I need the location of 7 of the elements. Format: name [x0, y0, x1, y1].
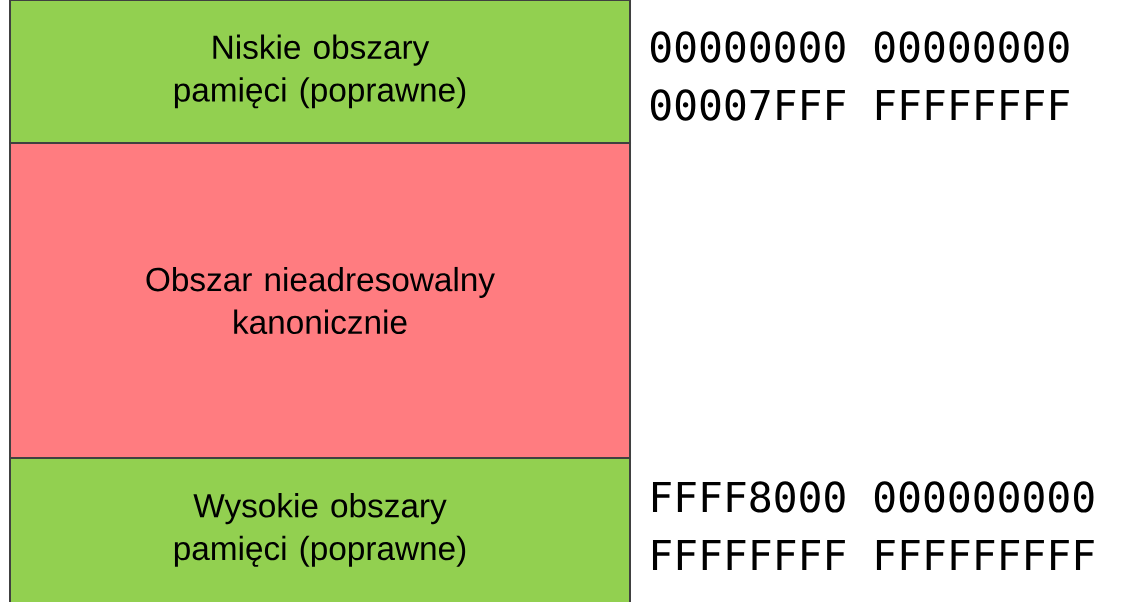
address-label: FFFF8000 000000000 [653, 481, 1094, 513]
address-label: 00007FFF FFFFFFFF [650, 89, 1069, 121]
memory-region-band: Wysokie obszary pamięci (poprawne) [9, 457, 631, 602]
address-label: FFFFFFFF FFFFFFFFF [653, 539, 1094, 571]
memory-region-band: Niskie obszary pamięci (poprawne) [9, 0, 631, 144]
address-label: 00000000 00000000 [650, 31, 1069, 63]
memory-region-band: Obszar nieadresowalny kanonicznie [9, 142, 631, 459]
